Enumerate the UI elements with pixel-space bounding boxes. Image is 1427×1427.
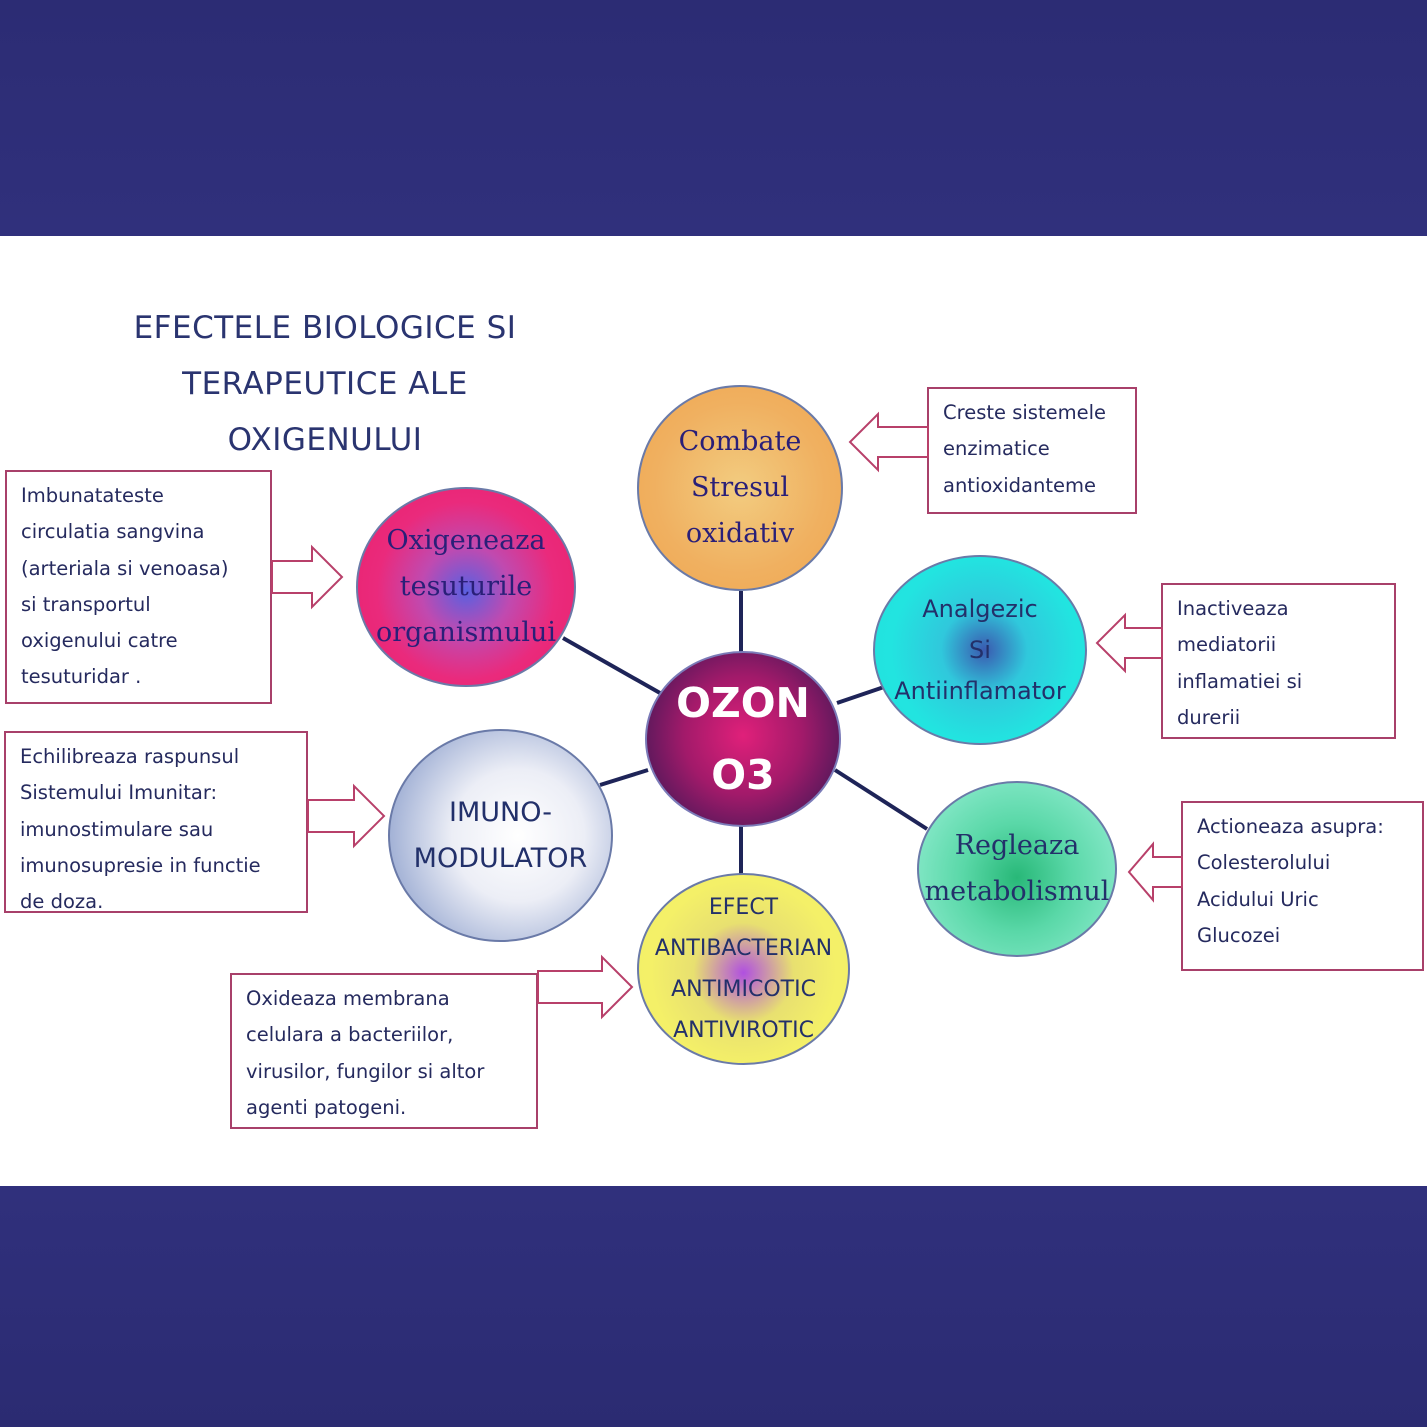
node-label: ANTIBACTERIAN	[654, 936, 833, 961]
box-line: (arteriala si venoasa)	[21, 556, 229, 580]
box-line: de doza.	[20, 890, 104, 914]
box-circulatie: Imbunatateste circulatia sangvina (arter…	[5, 470, 272, 704]
node-imunomodulator: IMUNO- MODULATOR	[388, 729, 613, 942]
node-label: tesuturile	[399, 571, 533, 602]
node-efect: EFECT ANTIBACTERIAN ANTIMICOTIC ANTIVIRO…	[637, 873, 850, 1065]
node-ozon-center: OZON O3	[645, 651, 841, 827]
title-line: TERAPEUTICE ALE	[182, 366, 468, 402]
node-oxigeneaza: Oxigeneaza tesuturile organismului	[356, 487, 576, 687]
box-line: si transportul	[21, 592, 151, 616]
box-line: agenti patogeni.	[246, 1095, 407, 1119]
node-label: ANTIVIROTIC	[673, 1018, 814, 1043]
connector-oxigeneaza	[562, 636, 661, 695]
arrow-metabolism-icon	[1127, 841, 1183, 903]
diagram-title: EFECTELE BIOLOGICE SI TERAPEUTICE ALE OX…	[100, 300, 550, 468]
box-line: Creste sistemele	[943, 401, 1106, 424]
node-label: Combate	[678, 426, 802, 457]
box-line: durerii	[1177, 705, 1241, 729]
arrow-imunitar-icon	[307, 783, 386, 849]
node-label: EFECT	[708, 895, 779, 920]
title-line: EFECTELE BIOLOGICE SI	[133, 310, 517, 346]
node-label: oxidativ	[685, 518, 795, 549]
box-line: Echilibreaza raspunsul	[20, 745, 240, 768]
box-line: Sistemului Imunitar:	[20, 781, 218, 805]
title-line: OXIGENULUI	[227, 422, 423, 458]
box-enzime: Creste sistemele enzimatice antioxidante…	[927, 387, 1137, 514]
box-line: imunostimulare sau	[20, 817, 214, 841]
box-line: Actioneaza asupra:	[1197, 815, 1384, 838]
top-banner	[0, 0, 1427, 236]
box-line: celulara a bacteriilor,	[246, 1023, 454, 1047]
connector-imuno	[599, 768, 649, 787]
node-analgezic: Analgezic Si Antiinflamator	[873, 555, 1087, 745]
box-line: oxigenului catre	[21, 629, 178, 653]
node-label: Regleaza	[954, 830, 1080, 861]
node-label: Analgezic	[922, 594, 1038, 623]
box-line: Glucozei	[1197, 923, 1281, 947]
connector-analgezic	[836, 685, 885, 705]
connector-regleaza	[833, 768, 929, 831]
box-line: antioxidanteme	[943, 473, 1096, 497]
arrow-circulatie-icon	[271, 544, 344, 610]
node-label: Oxigeneaza	[386, 525, 546, 556]
box-line: circulatia sangvina	[21, 520, 205, 544]
box-line: virusilor, fungilor si altor	[246, 1059, 485, 1083]
node-label: organismului	[375, 617, 557, 648]
box-line: mediatorii	[1177, 633, 1277, 657]
box-inflamatie: Inactiveaza mediatorii inflamatiei si du…	[1161, 583, 1396, 739]
node-label: metabolismul	[924, 876, 1110, 907]
box-line: tesuturidar .	[21, 665, 142, 689]
box-line: Colesterolului	[1197, 851, 1331, 875]
box-line: Oxideaza membrana	[246, 987, 450, 1010]
box-metabolism: Actioneaza asupra: Colesterolului Acidul…	[1181, 801, 1424, 971]
center-label: O3	[711, 751, 775, 799]
box-line: enzimatice	[943, 437, 1050, 461]
node-label: IMUNO-	[449, 796, 552, 828]
node-label: MODULATOR	[413, 842, 588, 874]
node-regleaza: Regleaza metabolismul	[917, 781, 1117, 957]
node-label: Si	[969, 635, 991, 664]
box-line: Acidului Uric	[1197, 887, 1319, 911]
node-label: Stresul	[690, 472, 790, 503]
box-line: imunosupresie in functie	[20, 853, 261, 877]
arrow-oxideaza-icon	[537, 954, 634, 1020]
node-combate: Combate Stresul oxidativ	[637, 385, 843, 591]
box-line: inflamatiei si	[1177, 669, 1303, 693]
arrow-enzime-icon	[848, 411, 929, 473]
arrow-inflamatie-icon	[1095, 612, 1163, 674]
box-line: Imbunatateste	[21, 484, 164, 507]
box-oxideaza: Oxideaza membrana celulara a bacteriilor…	[230, 973, 538, 1129]
center-label: OZON	[676, 679, 810, 727]
box-line: Inactiveaza	[1177, 597, 1289, 620]
node-label: ANTIMICOTIC	[671, 977, 816, 1002]
box-imunitar: Echilibreaza raspunsul Sistemului Imunit…	[4, 731, 308, 913]
bottom-banner	[0, 1186, 1427, 1427]
node-label: Antiinflamator	[894, 676, 1066, 705]
